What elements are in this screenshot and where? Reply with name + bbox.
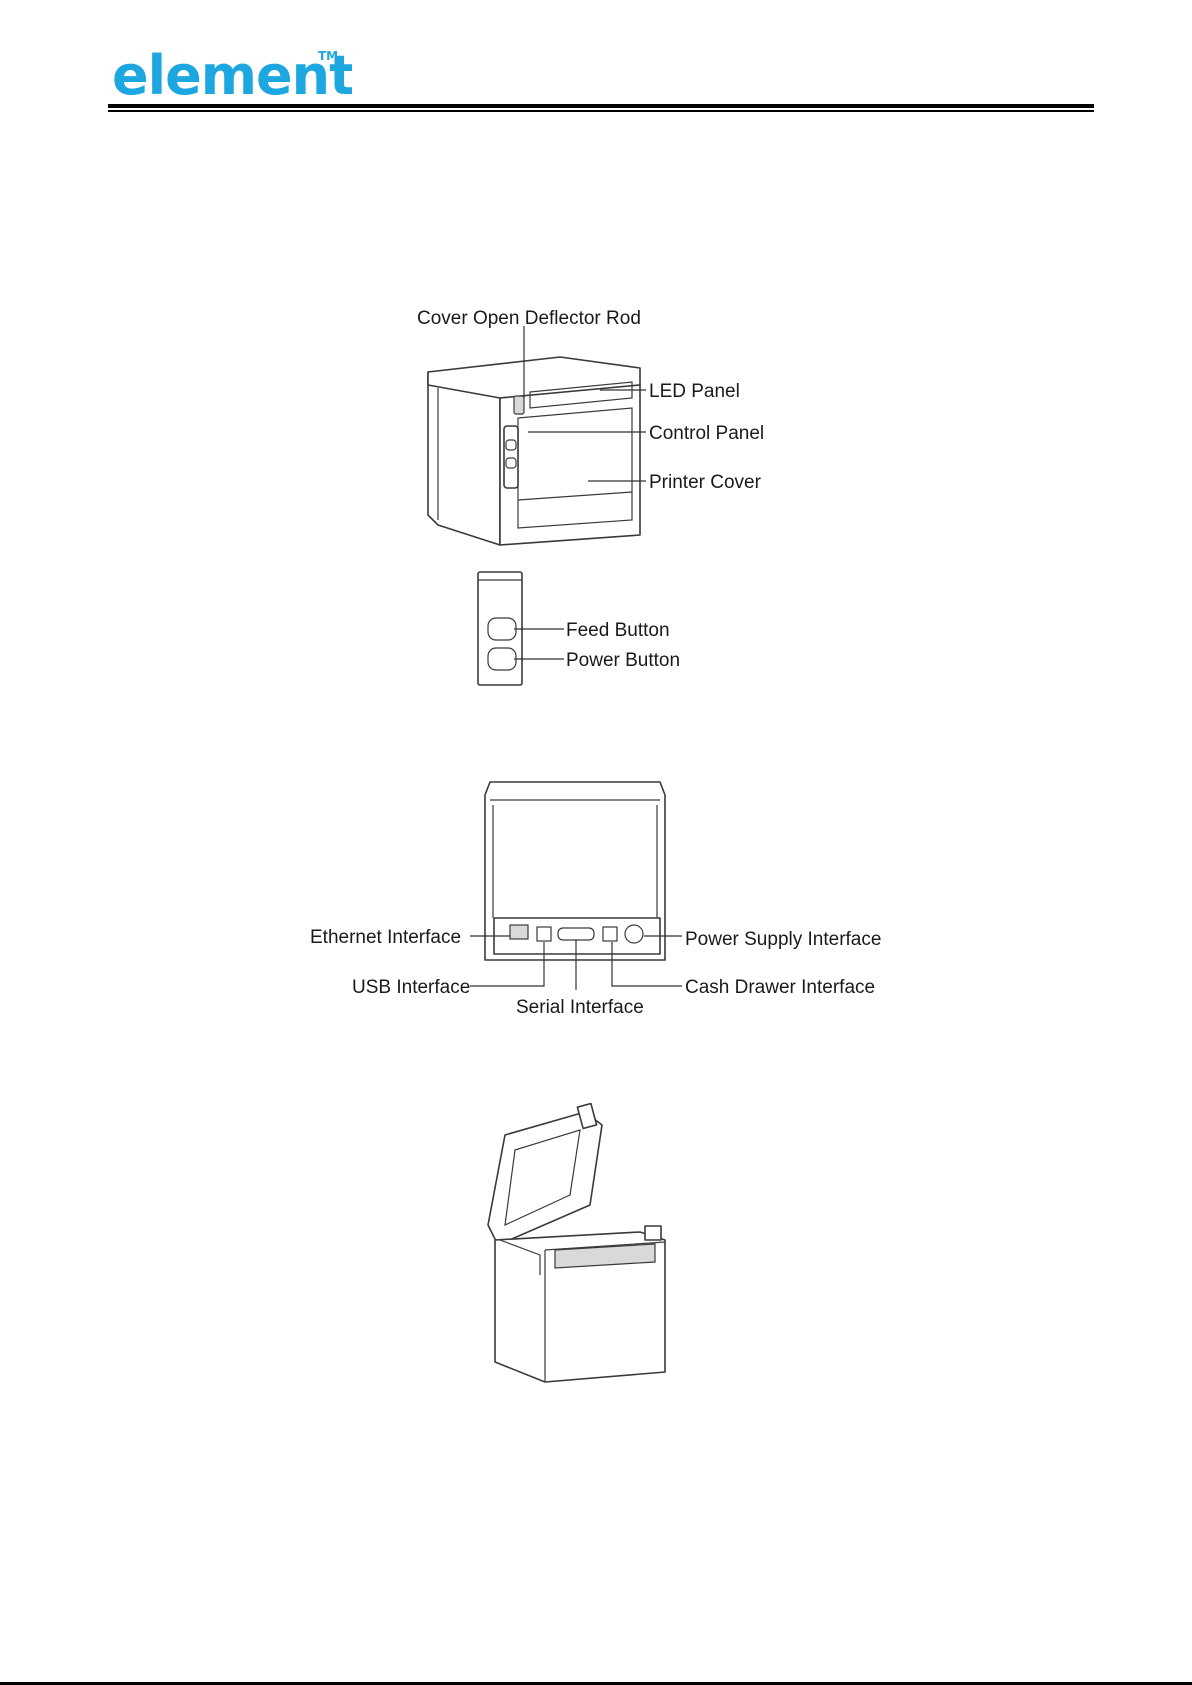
label-led-panel: LED Panel (649, 381, 740, 402)
label-feed-button: Feed Button (566, 620, 670, 641)
printer-open-drawing (488, 1104, 665, 1382)
label-printer-cover: Printer Cover (649, 472, 762, 493)
label-cash-drawer-interface: Cash Drawer Interface (685, 977, 875, 998)
label-cover-open-deflector-rod: Cover Open Deflector Rod (417, 308, 641, 329)
label-power-button: Power Button (566, 650, 680, 671)
label-serial-interface: Serial Interface (516, 997, 644, 1018)
label-usb-interface: USB Interface (352, 977, 470, 998)
label-control-panel: Control Panel (649, 423, 764, 444)
printer-rear-drawing (485, 782, 665, 960)
label-power-supply-interface: Power Supply Interface (685, 929, 881, 950)
label-ethernet-interface: Ethernet Interface (310, 927, 461, 948)
printer-front-drawing (428, 357, 640, 545)
